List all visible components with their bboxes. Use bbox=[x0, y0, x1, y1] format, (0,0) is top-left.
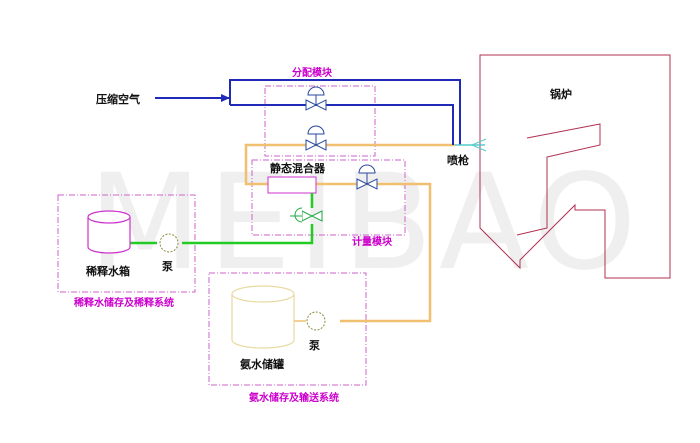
distribution-module-label: 分配模块 bbox=[292, 66, 333, 79]
dilution-pump-label: 泵 bbox=[162, 260, 173, 273]
static-mixer-label: 静态混合器 bbox=[270, 161, 326, 175]
spray-gun-label: 喷枪 bbox=[447, 153, 469, 167]
dilution-water-tank bbox=[87, 210, 131, 254]
spray-gun bbox=[455, 138, 487, 152]
ammonia-feed-line bbox=[340, 182, 432, 323]
dilution-system-label: 稀释水储存及稀释系统 bbox=[74, 296, 174, 309]
air-arrow-head bbox=[221, 94, 230, 102]
dilution-water-line bbox=[130, 224, 314, 245]
ammonia-pump bbox=[306, 311, 326, 331]
ammonia-storage-tank bbox=[231, 285, 295, 349]
boiler-inner-wall bbox=[516, 123, 601, 236]
water-control-valve bbox=[290, 207, 323, 223]
compressed-air-label: 压缩空气 bbox=[96, 92, 140, 106]
metering-module-label: 计量模块 bbox=[352, 235, 393, 248]
boiler-outline bbox=[479, 54, 671, 279]
ammonia-system-box bbox=[208, 272, 367, 386]
mixed-to-distribution-line bbox=[244, 143, 455, 186]
metering-control-valve bbox=[356, 164, 378, 190]
ammonia-system-label: 氨水储存及输送系统 bbox=[249, 391, 339, 404]
dilution-tank-label: 稀释水箱 bbox=[86, 264, 130, 278]
dilution-pump bbox=[159, 233, 179, 253]
air-loop-line bbox=[229, 79, 461, 145]
static-mixer bbox=[267, 176, 317, 194]
boiler-label: 锅炉 bbox=[550, 87, 572, 101]
ammonia-pump-label: 泵 bbox=[309, 339, 320, 352]
air-distribution-line bbox=[230, 104, 454, 145]
dilution-system-box bbox=[57, 194, 196, 293]
ammonia-tank-label: 氨水储罐 bbox=[240, 357, 284, 371]
metering-module-box bbox=[251, 159, 406, 236]
ammonia-control-valve bbox=[305, 125, 327, 151]
distribution-module-box bbox=[264, 85, 376, 157]
air-control-valve bbox=[305, 86, 327, 111]
